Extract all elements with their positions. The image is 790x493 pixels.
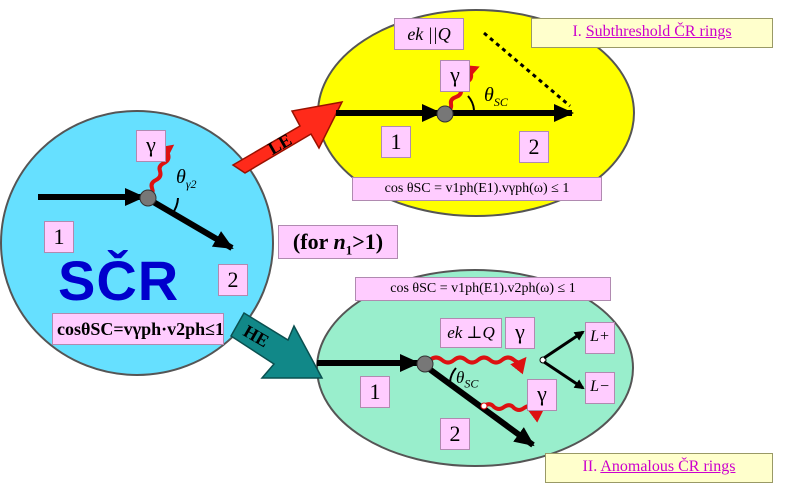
left-photon [148,144,175,200]
bottom-gamma-box-1: γ [505,317,535,349]
top-angle-arc [467,95,475,111]
left-gamma-box: γ [136,130,166,162]
lplus-track [543,330,585,360]
top-theta-sub: SC [493,95,508,109]
mid-equation: cos θSC = v1ph(E1).v2ph(ω) ≤ 1 [390,281,576,296]
top-two-box: 2 [519,131,549,163]
top-theta: θSC [484,84,508,110]
ek-perp: ek ⊥Q [447,323,495,342]
mid-equation-box: cos θSC = v1ph(E1).v2ph(ω) ≤ 1 [355,277,611,301]
bottom-theta-main: θ [456,368,465,387]
top-vertex [436,105,454,123]
left-theta-sub: γ2 [185,177,197,191]
title-top-prefix: I. [572,23,582,40]
bottom-theta-sub: SC [464,376,479,391]
top-wavefront [483,31,571,108]
title-top-box: I. Subthreshold ČR rings [531,18,773,48]
he-arrow [230,311,324,379]
bottom-photon-1 [428,355,527,375]
title-bottom-text: Anomalous ČR rings [600,458,736,475]
left-theta-main: θ [176,166,186,188]
top-equation-box: cos θSC = v1ph(E1).vγph(ω) ≤ 1 [352,177,602,201]
ek-parallel-box: ek ||Q [394,18,464,50]
condition-n: n [333,229,346,254]
left-equation: cosθSC=vγph·v2ph≤1 [57,319,225,339]
condition-sub: 1 [345,242,353,258]
lminus-box: L− [585,372,615,404]
top-equation: cos θSC = v1ph(E1).vγph(ω) ≤ 1 [384,181,570,196]
title-bottom-prefix: II. [582,458,598,475]
bottom-two-box: 2 [440,418,470,450]
condition-box: (for n1>1) [278,225,398,259]
top-one-box: 1 [381,126,411,158]
condition-post: >1) [352,229,384,254]
bottom-beam-2 [426,365,535,448]
bottom-one-box: 1 [360,376,390,408]
left-theta: θγ2 [176,166,197,192]
lminus-track [543,360,585,390]
bottom-photon-2-start [480,402,488,410]
condition-pre: (for [292,229,334,254]
bottom-angle-arc [448,367,457,385]
top-theta-main: θ [484,84,494,106]
bottom-gamma-box-2: γ [527,379,557,411]
title-top-text: Subthreshold ČR rings [585,23,732,40]
top-gamma-box: γ [440,60,470,92]
left-angle-arc [171,197,179,215]
title-bottom-box: II. Anomalous ČR rings [545,453,773,483]
left-vertex [139,189,157,207]
left-circle [0,110,274,376]
ek-parallel: ek ||Q [407,24,451,44]
le-arrow [231,100,344,174]
scr-label: SČR [58,249,180,312]
left-one-box: 1 [44,221,74,253]
left-beam-2 [148,197,234,251]
bottom-theta: θSC [456,368,478,391]
lplus-box: L+ [585,322,615,354]
ek-perp-box: ek ⊥Q [440,318,502,348]
left-equation-box: cosθSC=vγph·v2ph≤1 [52,313,224,345]
bottom-vertex [416,355,434,373]
left-two-box: 2 [218,264,248,296]
